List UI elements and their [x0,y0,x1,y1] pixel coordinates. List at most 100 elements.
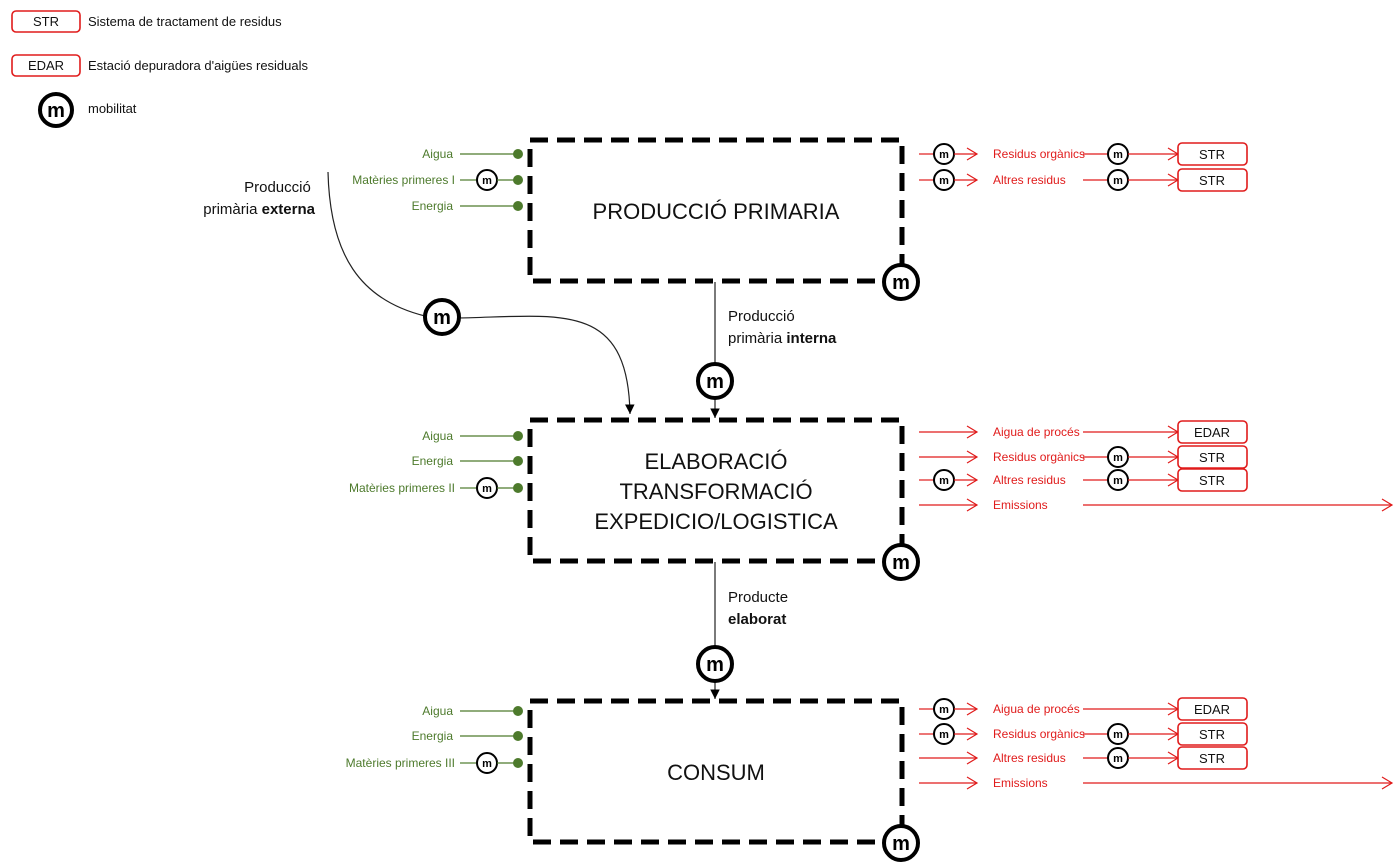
arrow-icon [954,702,979,716]
output-label: Residus orgànics [993,450,1085,464]
stage-2: ELABORACIÓ TRANSFORMACIÓ EXPEDICIO/LOGISTI… [349,417,1394,581]
mobility-icon: m [423,298,461,336]
arrow-icon [954,147,979,161]
arrow-icon [919,498,979,512]
internal-production-label: Producció primària interna [728,308,837,347]
external-production-label: Producció primària externa [203,179,315,218]
svg-text:m: m [482,483,492,495]
mobility-icon: m [882,263,920,301]
svg-text:m: m [892,272,910,294]
output-item: m Aigua de procés EDAR [919,697,1248,721]
input-label: Energia [412,729,454,743]
stage-title: TRANSFORMACIÓ [619,479,812,504]
input-dot-icon [513,149,523,159]
input-dot-icon [513,456,523,466]
input-label: Matèries primeres II [349,481,455,495]
svg-text:m: m [939,149,949,161]
svg-text:m: m [1113,753,1123,765]
arrow-icon [1128,450,1180,464]
legend-str-box [11,10,81,33]
svg-text:m: m [939,175,949,187]
output-item: Emissions [919,776,1394,790]
mobility-icon: m [1107,169,1129,191]
legend-mobility-text: mobilitat [88,101,137,116]
input-dot-icon [513,201,523,211]
mobility-icon: m [933,723,955,745]
arrow-icon [954,173,979,187]
stage-title: EXPEDICIO/LOGISTICA [594,509,838,534]
mobility-icon: m [1107,446,1129,468]
output-label: Emissions [993,498,1048,512]
input-item: Aigua [422,429,523,443]
input-dot-icon [513,758,523,768]
input-label: Aigua [422,704,453,718]
arrow-icon [919,751,979,765]
svg-text:m: m [939,475,949,487]
legend-str-code: STR [33,14,59,29]
mobility-icon: m [1107,469,1129,491]
arrow-icon [1083,498,1394,512]
input-item: Energia [412,454,523,468]
product-flow: Producte elaborat m [696,562,792,699]
svg-text:m: m [706,371,724,393]
mobility-icon: m [933,698,955,720]
stage-title: CONSUM [667,760,765,785]
arrow-icon [954,473,979,487]
output-label: Altres residus [993,751,1066,765]
destination-box [1177,697,1248,721]
input-label: Aigua [422,147,453,161]
destination-code: STR [1199,450,1225,465]
arrow-icon [1128,173,1180,187]
arrow-icon [919,776,979,790]
destination-code: STR [1199,473,1225,488]
input-item: Matèries primeres II m [349,477,523,499]
svg-text:m: m [482,758,492,770]
output-label: Aigua de procés [993,425,1080,439]
legend-edar-code: EDAR [28,58,64,73]
destination-code: STR [1199,147,1225,162]
arrow-icon [1128,727,1180,741]
external-production: Producció primària externa m [203,171,635,415]
destination-code: STR [1199,173,1225,188]
input-dot-icon [513,483,523,493]
arrow-icon [1128,751,1180,765]
stage-box [527,698,905,845]
output-label: Residus orgànics [993,727,1085,741]
input-label: Matèries primeres III [346,756,455,770]
product-elaborat-label: Producte elaborat [728,589,792,628]
svg-text:m: m [892,552,910,574]
legend: STR Sistema de tractament de residus EDA… [11,10,309,128]
legend-mobility-icon: m [38,92,74,128]
input-label: Matèries primeres I [352,173,455,187]
svg-text:m: m [482,175,492,187]
output-label: Aigua de procés [993,702,1080,716]
input-dot-icon [513,431,523,441]
destination-box [1177,445,1248,469]
arrow-icon [919,425,979,439]
mobility-icon: m [882,543,920,581]
svg-text:m: m [1113,475,1123,487]
stage-title: ELABORACIÓ [644,449,787,474]
mobility-icon: m [476,752,498,774]
svg-text:m: m [1113,729,1123,741]
output-label: Emissions [993,776,1048,790]
legend-mobility-symbol: m [47,100,65,122]
output-item: Emissions [919,498,1394,512]
destination-box [1177,746,1248,770]
mobility-icon: m [1107,747,1129,769]
input-item: Matèries primeres III m [346,752,523,774]
input-dot-icon [513,175,523,185]
input-dot-icon [513,731,523,741]
input-item: Aigua [422,704,523,718]
svg-text:m: m [892,833,910,855]
input-item: Energia [412,199,523,213]
input-label: Energia [412,199,454,213]
mobility-icon: m [696,362,734,400]
destination-code: EDAR [1194,702,1230,717]
legend-edar-description: Estació depuradora d'aigües residuals [88,58,309,73]
